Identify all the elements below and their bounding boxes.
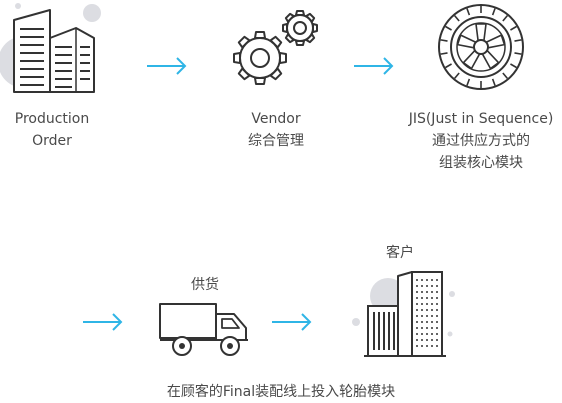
jis-label: JIS(Just in Sequence) 通过供应方式的 组装核心模块 [408, 111, 554, 171]
vendor-step: Vendor 综合管理 [200, 0, 340, 160]
arrow-icon [354, 57, 394, 75]
city-buildings-icon [352, 271, 455, 357]
office-buildings-icon [0, 3, 101, 93]
arrow-icon [147, 57, 187, 75]
production-order-step: Production Order [0, 0, 110, 160]
gears-icon [233, 10, 318, 85]
tire-icon [438, 4, 524, 90]
customer-step: 客户 [340, 240, 460, 360]
customer-label: 客户 [386, 245, 414, 261]
arrow-icon [83, 313, 123, 331]
jis-step: JIS(Just in Sequence) 通过供应方式的 组装核心模块 [400, 0, 562, 180]
production-order-label: Production Order [14, 111, 90, 149]
arrow-icon [272, 313, 312, 331]
footer-caption: 在顾客的Final装配线上投入轮胎模块 [166, 384, 396, 400]
delivery-truck-icon [159, 303, 248, 356]
supply-label: 供货 [191, 277, 219, 293]
vendor-label: Vendor 综合管理 [248, 111, 304, 149]
supply-step: 供货 [150, 270, 260, 360]
